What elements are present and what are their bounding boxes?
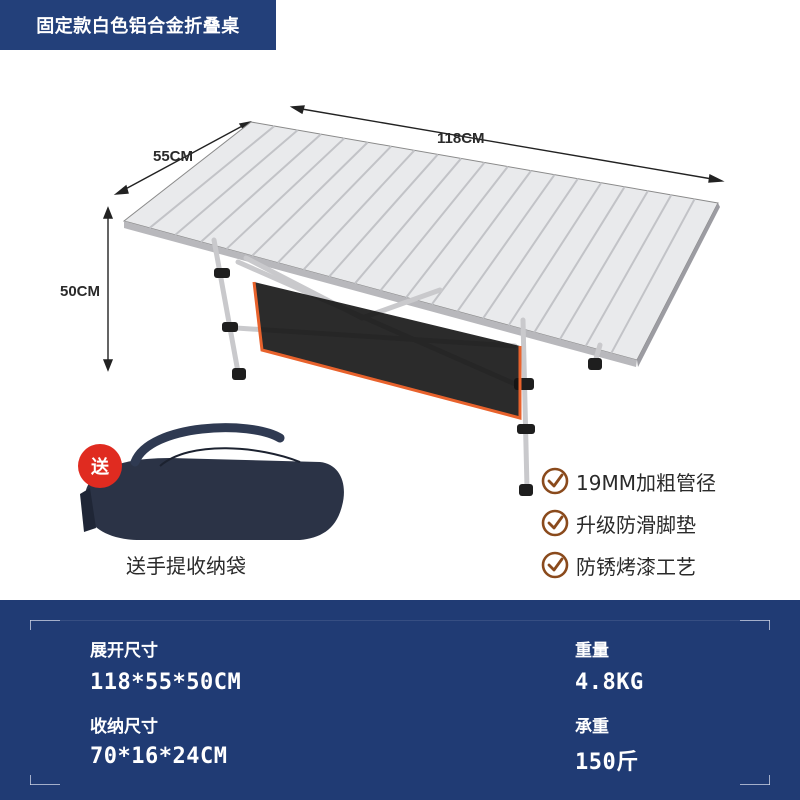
check-circle-icon	[541, 467, 569, 495]
table-slat	[456, 174, 556, 312]
table-slat	[225, 137, 346, 250]
check-circle-icon	[541, 509, 569, 537]
carry-bag	[80, 423, 344, 540]
feature-list: 19MM加粗管径 升级防滑脚垫 防锈烤漆工艺	[540, 460, 716, 586]
table-slat	[507, 182, 603, 326]
length-dimension-label: 118CM	[437, 130, 485, 147]
folded-size-value: 70*16*24CM	[90, 744, 228, 769]
height-dimension-label: 50CM	[60, 283, 101, 300]
width-dimension-label: 55CM	[153, 148, 194, 165]
check-circle-icon	[541, 551, 569, 579]
table-slat	[302, 149, 416, 271]
table-slat	[405, 165, 509, 299]
table-slat	[277, 145, 392, 264]
table-slat	[430, 170, 533, 305]
table-slat	[149, 125, 275, 229]
feature-item: 19MM加粗管径	[540, 460, 716, 502]
table-slat	[584, 194, 673, 347]
bag-caption: 送手提收纳袋	[126, 554, 246, 578]
table-slat	[200, 133, 322, 243]
table-slat	[610, 198, 696, 354]
table-slat	[251, 141, 369, 257]
table-slats	[149, 125, 696, 354]
table-slat	[533, 186, 626, 333]
table-slat	[559, 190, 649, 340]
table-slat	[482, 178, 579, 319]
unfolded-size-label: 展开尺寸	[90, 641, 158, 661]
table-slat	[174, 129, 299, 236]
table-slat	[379, 161, 486, 292]
feature-label: 升级防滑脚垫	[576, 512, 696, 537]
spec-panel: 展开尺寸 118*55*50CM 收纳尺寸 70*16*24CM 重量 4.8K…	[0, 600, 800, 800]
table-slat	[354, 157, 462, 285]
feature-label: 19MM加粗管径	[576, 470, 716, 495]
dimension-arrows	[102, 105, 725, 372]
foot-pads	[214, 268, 602, 496]
table-slat	[328, 153, 439, 278]
gift-badge: 送	[78, 444, 122, 488]
feature-label: 防锈烤漆工艺	[576, 554, 696, 579]
folded-size-label: 收纳尺寸	[90, 717, 158, 737]
feature-item: 防锈烤漆工艺	[540, 544, 716, 586]
page-title: 固定款白色铝合金折叠桌	[0, 0, 276, 50]
load-capacity-value: 150斤	[575, 750, 639, 775]
storage-net	[252, 281, 522, 420]
product-illustration	[80, 105, 725, 540]
weight-label: 重量	[575, 641, 609, 661]
unfolded-size-value: 118*55*50CM	[90, 670, 242, 695]
weight-value: 4.8KG	[575, 670, 644, 695]
feature-item: 升级防滑脚垫	[540, 502, 716, 544]
load-capacity-label: 承重	[575, 717, 609, 737]
